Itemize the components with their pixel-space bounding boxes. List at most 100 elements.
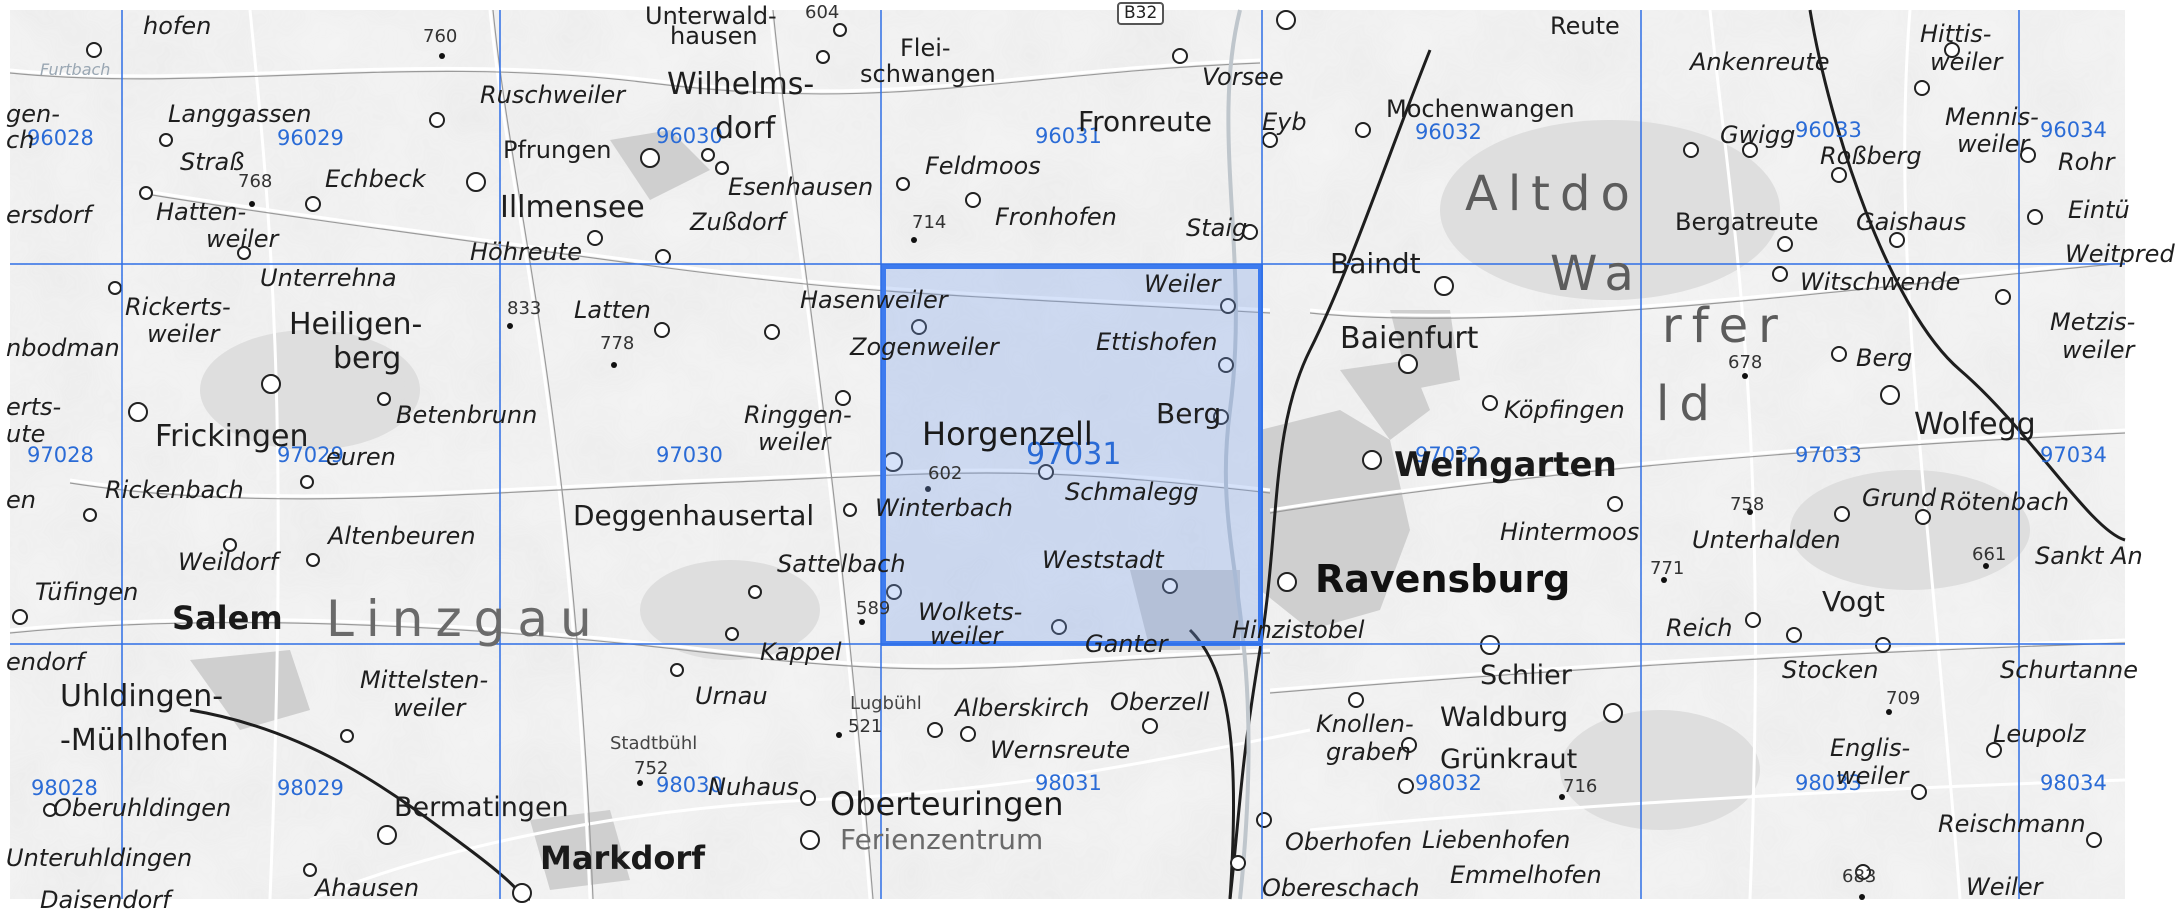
tile-label-97030[interactable]: 97030 <box>656 443 723 467</box>
tile-label-98028[interactable]: 98028 <box>31 776 98 800</box>
tile-label-98034[interactable]: 98034 <box>2040 771 2107 795</box>
place-label: Betenbrunn <box>396 401 538 429</box>
place-label: Grünkraut <box>1440 744 1578 775</box>
place-label: Leupolz <box>1993 720 2086 748</box>
place-label: Berg <box>1856 344 1913 372</box>
tile-label-98030[interactable]: 98030 <box>656 773 723 797</box>
tile-label-98031[interactable]: 98031 <box>1035 771 1102 795</box>
place-label: Reich <box>1666 614 1733 642</box>
place-label: Hinzistobel <box>1232 616 1365 644</box>
place-label: euren <box>326 443 396 471</box>
place-label: Baindt <box>1330 247 1421 280</box>
topographic-map[interactable]: 96028 96029 96030 96031 96032 96033 9603… <box>6 2 2175 912</box>
place-label: dorf <box>715 111 776 146</box>
place-label: Alberskirch <box>955 694 1090 722</box>
place-label: Altenbeuren <box>328 522 476 550</box>
place-label: Hintermoos <box>1500 518 1640 546</box>
place-label: Unteruhldingen <box>6 844 193 872</box>
place-label: Illmensee <box>500 190 645 225</box>
tile-label-97032[interactable]: 97032 <box>1415 443 1482 467</box>
place-label: Oberhofen <box>1285 828 1413 856</box>
place-label: Englis- <box>1830 734 1911 762</box>
place-label: Weststadt <box>1042 546 1164 574</box>
place-label: Bergatreute <box>1675 208 1819 236</box>
place-label: Eintü <box>2068 196 2130 224</box>
place-label: Winterbach <box>875 494 1013 522</box>
place-label: Deggenhausertal <box>573 499 815 532</box>
place-label: Markdorf <box>540 839 706 877</box>
place-label: Weingarten <box>1394 445 1617 485</box>
place-label: Zogenweiler <box>850 333 999 361</box>
place-label: Tüfingen <box>35 578 139 606</box>
place-label: weiler <box>1836 762 1909 790</box>
elevation-label: 771 <box>1650 558 1685 579</box>
tile-label-97028[interactable]: 97028 <box>27 443 94 467</box>
place-label: Weiler <box>1966 873 2043 901</box>
elevation-label: 752 <box>634 758 669 779</box>
region-label: Linzgau <box>326 590 604 648</box>
place-label: Obereschach <box>1262 874 1420 902</box>
place-label: Heiligen- <box>289 307 423 342</box>
tile-label-98033[interactable]: 98033 <box>1795 771 1862 795</box>
place-label: erts- <box>6 393 62 421</box>
place-label: hofen <box>143 12 212 40</box>
place-label: Unterwald- <box>645 2 777 30</box>
tile-label-96032[interactable]: 96032 <box>1415 120 1482 144</box>
place-label: Urnau <box>695 682 768 710</box>
region-label: ld <box>1656 376 1720 432</box>
place-label: Baienfurt <box>1340 321 1479 356</box>
tile-label-97033[interactable]: 97033 <box>1795 443 1862 467</box>
elevation-label: 714 <box>912 212 947 233</box>
place-label: Kappel <box>760 638 842 666</box>
place-label: Hasenweiler <box>800 286 948 314</box>
place-label: Ringgen- <box>744 401 852 429</box>
place-label: Sankt An <box>2035 542 2143 570</box>
selected-tile-highlight[interactable] <box>881 264 1263 646</box>
place-label: weiler <box>1930 48 2003 76</box>
place-label: Gaishaus <box>1856 208 1967 236</box>
place-label: Weildorf <box>178 548 279 576</box>
place-label: Ankenreute <box>1690 48 1830 76</box>
settlement-markers <box>12 10 2102 903</box>
place-label: Esenhausen <box>728 173 874 201</box>
place-label: weiler <box>1957 130 2030 158</box>
place-label: schwangen <box>860 60 996 88</box>
place-label: gen- <box>6 100 60 128</box>
tile-label-98032[interactable]: 98032 <box>1415 771 1482 795</box>
place-label: Weiler <box>1144 270 1221 298</box>
tile-label-96029[interactable]: 96029 <box>277 126 344 150</box>
elevation-label: 604 <box>805 2 840 23</box>
map-terrain <box>9 9 2126 903</box>
tile-label-98029[interactable]: 98029 <box>277 776 344 800</box>
tile-label-96030[interactable]: 96030 <box>656 124 723 148</box>
place-label: weiler <box>758 428 831 456</box>
place-label: Schurtanne <box>2000 656 2139 684</box>
elevation-dots <box>249 53 1989 900</box>
place-label: Ferienzentrum <box>840 823 1044 856</box>
river <box>1223 9 1251 900</box>
place-label: Gwigg <box>1720 121 1796 149</box>
elevation-label: 683 <box>1842 866 1877 887</box>
place-label: Reute <box>1550 12 1620 40</box>
place-label: Hatten- <box>156 198 247 226</box>
tile-label-96031[interactable]: 96031 <box>1035 124 1102 148</box>
place-label: weiler <box>393 694 466 722</box>
tile-label-97029[interactable]: 97029 <box>277 443 344 467</box>
place-label: Bermatingen <box>394 792 569 823</box>
elevation-label: 709 <box>1886 688 1921 709</box>
place-label: Knollen- <box>1316 710 1414 738</box>
elevation-label: 716 <box>1563 776 1598 797</box>
place-label: Liebenhofen <box>1422 826 1571 854</box>
tile-label-97034[interactable]: 97034 <box>2040 443 2107 467</box>
place-label: ch <box>6 126 35 154</box>
place-label: Schmalegg <box>1065 478 1199 506</box>
place-label: Straß <box>180 148 245 176</box>
tile-label-97031[interactable]: 97031 <box>1026 437 1122 472</box>
hill-label: Stadtbühl <box>610 733 698 754</box>
tile-label-96033[interactable]: 96033 <box>1795 118 1862 142</box>
tile-label-96034[interactable]: 96034 <box>2040 118 2107 142</box>
elevation-label: 521 <box>848 716 883 737</box>
tile-label-96028[interactable]: 96028 <box>27 126 94 150</box>
place-label: weiler <box>930 622 1003 650</box>
place-label: Hittis- <box>1920 20 1992 48</box>
